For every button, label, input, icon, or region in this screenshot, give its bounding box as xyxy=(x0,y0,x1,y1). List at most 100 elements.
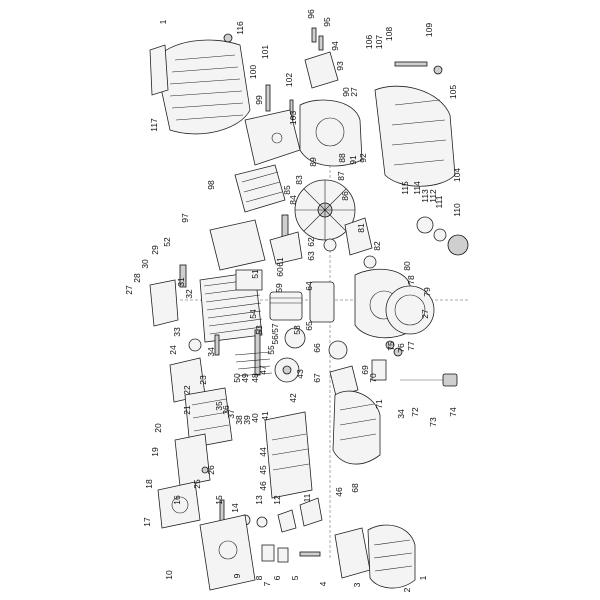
part-label: 102 xyxy=(284,73,294,87)
part-label: 104 xyxy=(452,168,462,182)
part-label: 92 xyxy=(358,153,368,163)
part-label: 27 xyxy=(124,285,134,295)
part-label: 15 xyxy=(214,495,224,505)
part-label: 108 xyxy=(384,27,394,41)
handle-bracket xyxy=(174,433,211,487)
part-label: 13 xyxy=(254,495,264,505)
part-label: 27 xyxy=(349,87,359,97)
part-label: 100 xyxy=(248,65,258,79)
part-label: 58 xyxy=(292,325,302,335)
fuel-tank xyxy=(374,61,456,187)
part-label: 43 xyxy=(295,369,305,379)
part-label: 27 xyxy=(420,309,430,319)
mounting-plate xyxy=(209,219,266,271)
part-label: 97 xyxy=(180,213,190,223)
part-label: 89 xyxy=(308,157,318,167)
part-label: 113 xyxy=(420,189,430,203)
part-label: 107 xyxy=(374,35,384,49)
part-label: 2 xyxy=(402,587,412,592)
clutch-assembly xyxy=(328,340,381,465)
part-label: 81 xyxy=(356,223,366,233)
part-label: 4 xyxy=(318,581,328,586)
part-label: 21 xyxy=(182,405,192,415)
left-side-parts xyxy=(149,264,187,327)
part-label: 105 xyxy=(448,85,458,99)
part-label: 50 xyxy=(232,373,242,383)
part-label: 83 xyxy=(294,175,304,185)
part-label: 60 xyxy=(275,267,285,277)
part-label: 112 xyxy=(428,189,438,203)
part-label: 34 xyxy=(206,347,216,357)
part-label: 1 xyxy=(158,19,168,24)
part-label: 61 xyxy=(275,257,285,267)
gearbox-housing xyxy=(264,411,313,499)
piston-assembly xyxy=(269,281,335,323)
crankshaft xyxy=(254,327,306,376)
part-label: 98 xyxy=(206,180,216,190)
part-label: 111 xyxy=(434,195,444,208)
part-label: 96 xyxy=(306,9,316,19)
small-fasteners xyxy=(304,27,339,89)
part-label: 5 xyxy=(290,575,300,580)
part-label: 40 xyxy=(250,413,260,423)
part-label: 18 xyxy=(144,479,154,489)
part-label: 20 xyxy=(153,423,163,433)
part-label: 48 xyxy=(250,373,260,383)
part-label: 78 xyxy=(406,275,416,285)
part-label: 79 xyxy=(422,287,432,297)
part-label: 103 xyxy=(288,111,298,125)
cylinder-block xyxy=(199,269,263,343)
part-label: 109 xyxy=(424,23,434,37)
part-label: 68 xyxy=(350,483,360,493)
part-label: 17 xyxy=(142,517,152,527)
part-label: 24 xyxy=(168,345,178,355)
part-label: 65 xyxy=(304,321,314,331)
part-label: 63 xyxy=(306,251,316,261)
part-label: 56/57 xyxy=(270,323,280,345)
part-label: 16 xyxy=(172,495,182,505)
part-label: 80 xyxy=(402,261,412,271)
clutch-drum xyxy=(234,351,300,383)
part-label: 110 xyxy=(452,203,462,217)
part-label: 117 xyxy=(149,118,159,132)
part-label: 116 xyxy=(235,21,245,35)
part-label: 33 xyxy=(172,327,182,337)
flywheel-housing xyxy=(299,99,363,167)
spark-plug-assembly xyxy=(269,214,303,265)
part-label: 30 xyxy=(140,259,150,269)
part-label: 114 xyxy=(412,181,422,195)
part-label: 74 xyxy=(448,407,458,417)
part-label: 6 xyxy=(272,575,282,580)
main-housing xyxy=(199,514,256,591)
part-label: 91 xyxy=(348,155,358,165)
part-label: 41 xyxy=(260,411,270,421)
part-label: 55 xyxy=(266,345,276,355)
part-label: 1 xyxy=(418,575,428,580)
part-label: 26 xyxy=(206,465,216,475)
engine-cover xyxy=(149,39,251,135)
part-label: 82 xyxy=(372,241,382,251)
part-label: 106 xyxy=(364,35,374,49)
part-label: 23 xyxy=(198,375,208,385)
part-label: 76 xyxy=(396,343,406,353)
starter-rope xyxy=(400,373,458,387)
crankcase-cover xyxy=(354,268,435,339)
part-label: 31 xyxy=(176,277,186,287)
part-label: 85 xyxy=(282,185,292,195)
part-label: 42 xyxy=(288,393,298,403)
part-label: 88 xyxy=(337,153,347,163)
filter-element xyxy=(234,164,286,213)
part-label: 36 xyxy=(221,405,231,415)
flywheel xyxy=(294,179,356,241)
part-label: 66 xyxy=(312,343,322,353)
part-label: 67 xyxy=(312,373,322,383)
part-label: 49 xyxy=(240,373,250,383)
part-label: 84 xyxy=(288,195,298,205)
part-label: 52 xyxy=(162,237,172,247)
part-label: 54 xyxy=(248,309,258,319)
part-label: 70 xyxy=(368,373,378,383)
part-label: 47 xyxy=(258,365,268,375)
part-label: 9 xyxy=(232,573,242,578)
valve-parts xyxy=(188,334,220,356)
